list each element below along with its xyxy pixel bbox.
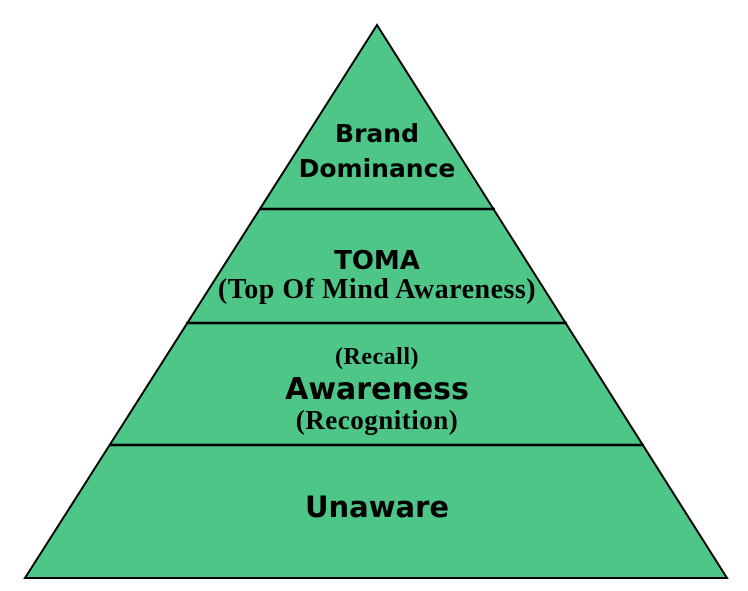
level-awareness-sublabel-recall: (Recall) [335, 344, 419, 370]
level-brand-dominance-label-line2: Dominance [299, 154, 456, 183]
level-brand-dominance-label-line1: Brand [335, 119, 419, 148]
level-toma-sublabel: (Top Of Mind Awareness) [218, 274, 536, 305]
level-toma-label: TOMA [334, 246, 420, 276]
level-awareness-sublabel-recognition: (Recognition) [296, 405, 458, 435]
level-unaware-label: Unaware [305, 490, 449, 524]
pyramid-shape [23, 23, 729, 579]
level-awareness-label: Awareness [285, 372, 469, 407]
